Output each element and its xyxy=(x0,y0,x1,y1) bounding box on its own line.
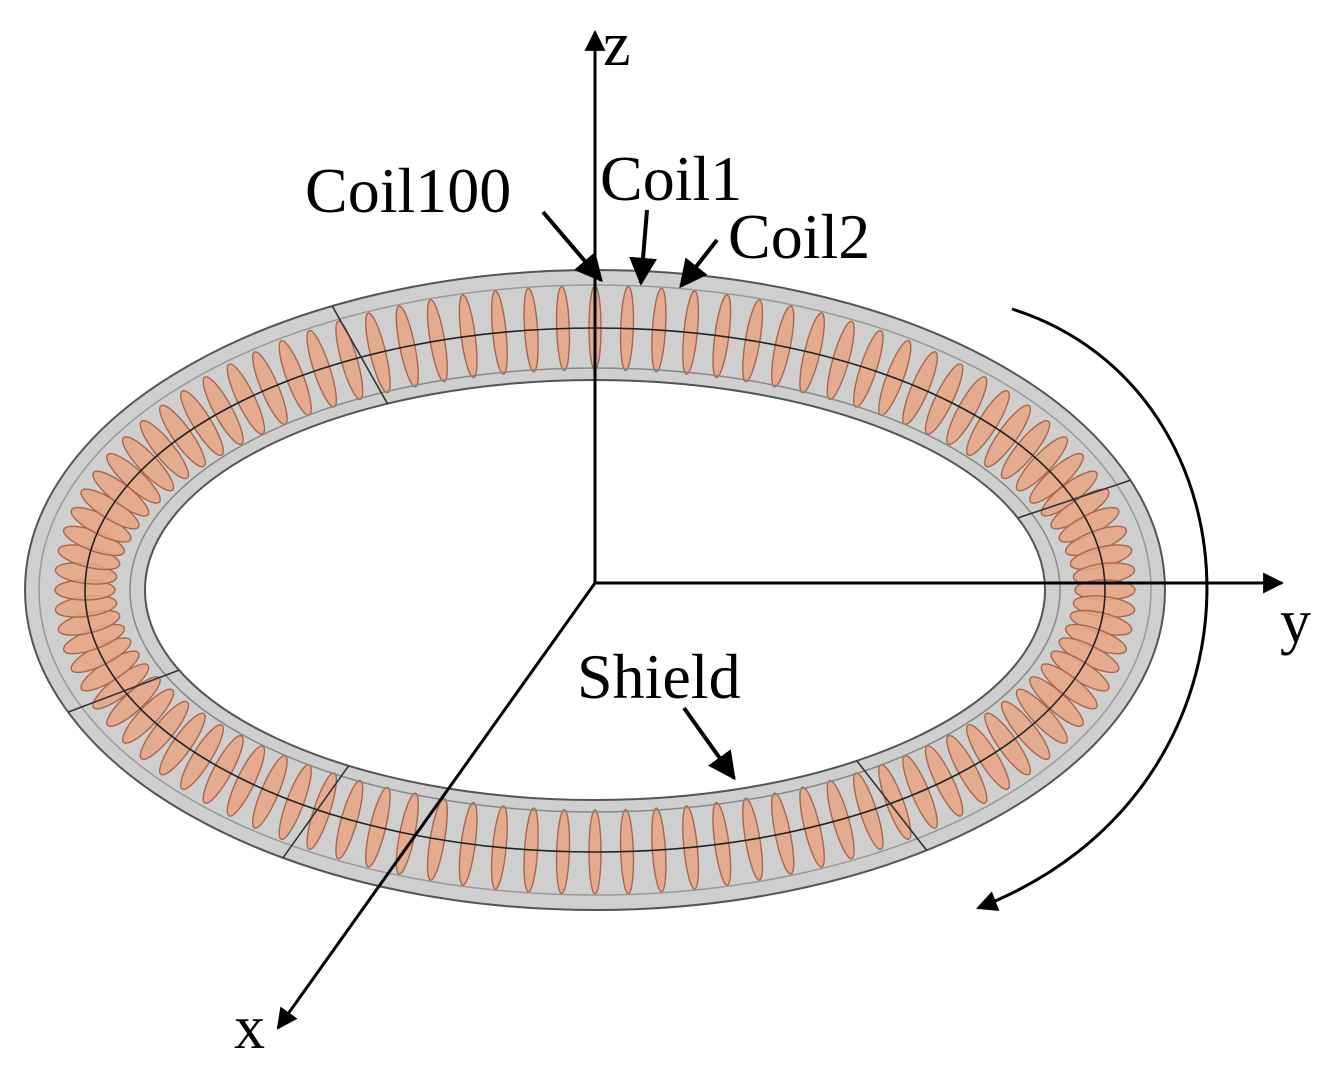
shield-segment-line xyxy=(856,760,928,851)
x-axis-label: x xyxy=(234,994,265,1062)
y-axis-label: y xyxy=(1280,588,1311,656)
coil2-label: Coil2 xyxy=(728,201,870,272)
shield-segment-line xyxy=(1017,479,1131,519)
shield-segment-line xyxy=(331,305,389,405)
shield-segment-line xyxy=(282,765,350,859)
callouts: Coil100 Coil1 Coil2 Shield xyxy=(305,143,870,781)
rotation-direction-arrow xyxy=(976,307,1209,911)
coil1-pointer xyxy=(629,209,658,286)
coil100-label: Coil100 xyxy=(305,155,511,226)
shield-segment-lines xyxy=(67,305,1131,859)
shield-segment-line xyxy=(67,669,180,713)
x-axis xyxy=(276,582,597,1030)
shield-pointer xyxy=(682,706,736,781)
coil2-pointer xyxy=(679,238,719,289)
coil100-pointer xyxy=(541,210,603,283)
shield-label: Shield xyxy=(577,641,741,712)
shield-ring xyxy=(24,269,1166,911)
coil1-label: Coil1 xyxy=(600,143,742,214)
z-axis-label: z xyxy=(603,11,631,79)
coordinate-axes: z y x xyxy=(234,11,1311,1062)
